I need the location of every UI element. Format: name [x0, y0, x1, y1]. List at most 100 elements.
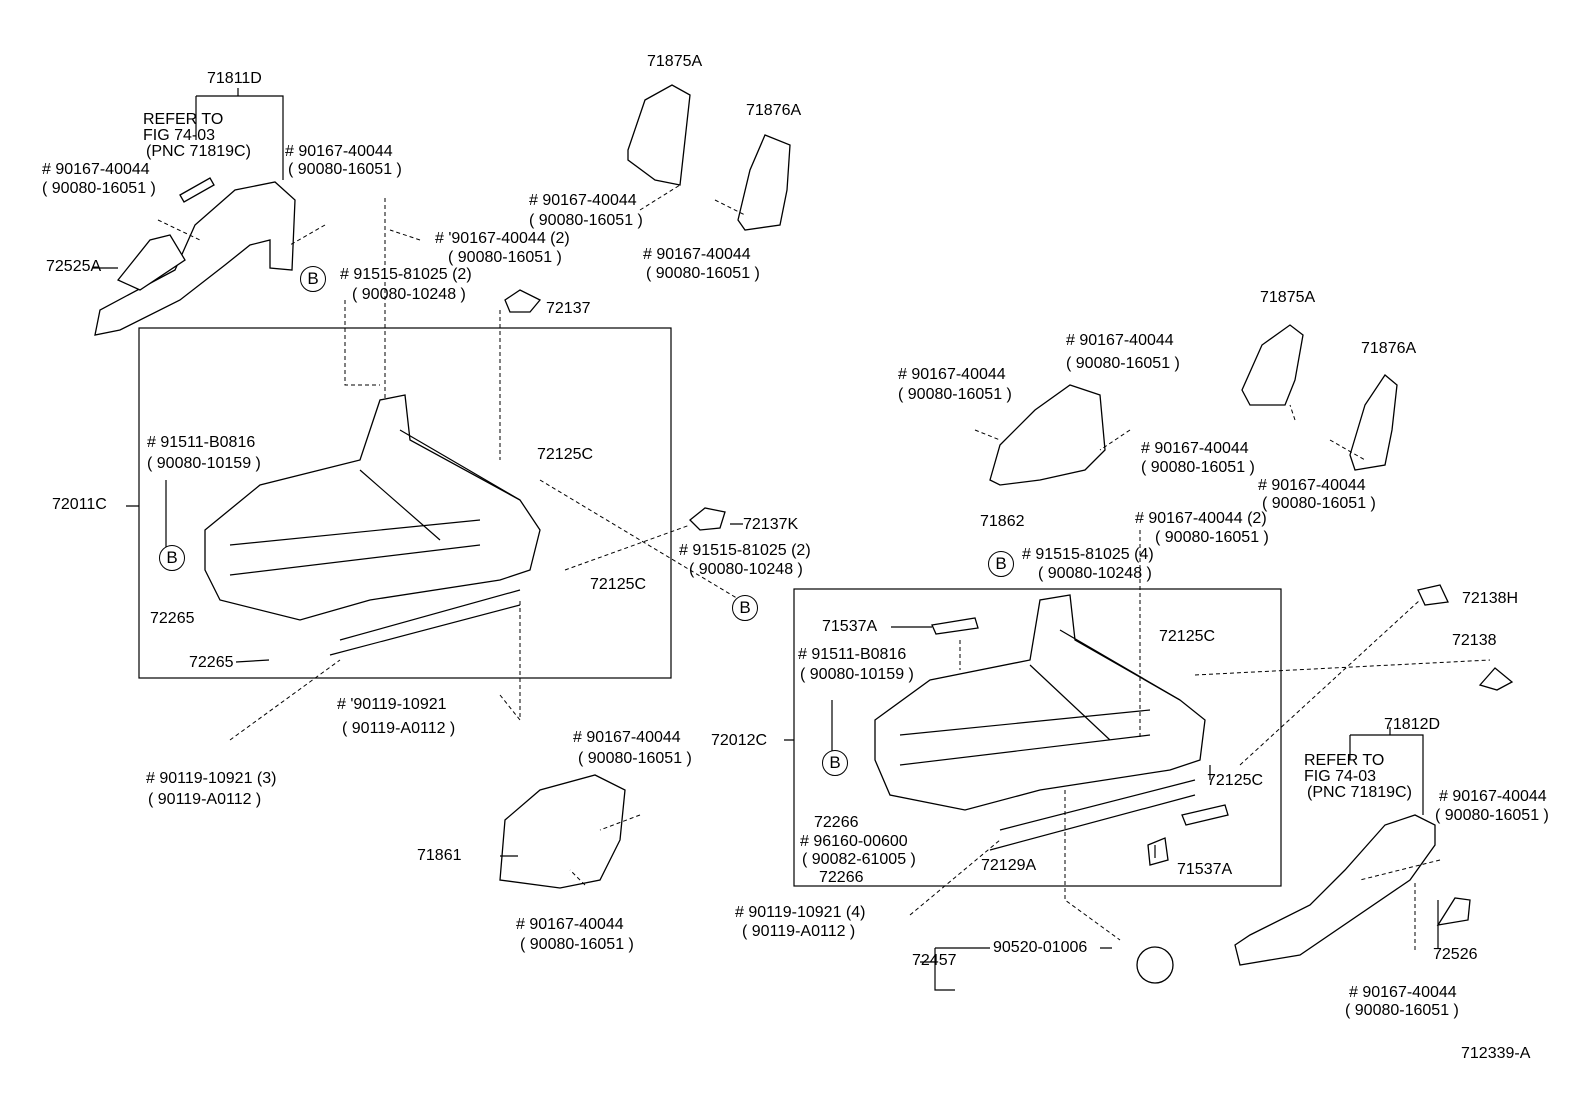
- part-number: # 90167-40044: [285, 143, 393, 160]
- part-number: # 90119-10921 (3): [146, 770, 277, 787]
- part-number: # 90167-40044: [529, 192, 637, 209]
- part-number: # 90167-40044: [1349, 984, 1457, 1001]
- part-label: 72125C: [590, 576, 647, 593]
- part-number: # 90167-40044: [573, 729, 681, 746]
- knob-72525a-part: [116, 234, 186, 291]
- part-number: # 90167-40044: [643, 246, 751, 263]
- part-number-alt: ( 90080-10248 ): [1038, 565, 1152, 582]
- part-number: # 96160-00600: [800, 833, 908, 850]
- part-number: # 90119-10921 (4): [735, 904, 866, 921]
- note-label: REFER TO: [1304, 752, 1385, 769]
- part-label: 71537A: [1177, 861, 1233, 878]
- cover-71876a-right-part: [1349, 374, 1398, 471]
- part-label: 72457: [912, 952, 957, 969]
- part-number-alt: ( 90119-A0112 ): [148, 791, 262, 808]
- part-label: 72525A: [46, 258, 102, 275]
- part-number-alt: ( 90080-16051 ): [42, 180, 156, 197]
- part-number: # '90167-40044 (2): [435, 230, 570, 247]
- part-label: 72012C: [711, 732, 768, 749]
- part-label: 72265: [189, 654, 234, 671]
- part-number-alt: ( 90082-61005 ): [802, 851, 916, 868]
- part-number: # 91511-B0816: [798, 646, 907, 663]
- ref-marker-b: B: [159, 545, 185, 571]
- part-number: # 90167-40044: [1066, 332, 1174, 349]
- part-label: 71861: [417, 847, 462, 864]
- part-number-alt: ( 90080-16051 ): [1435, 807, 1549, 824]
- ref-marker-b: B: [300, 266, 326, 292]
- part-label: 71876A: [746, 102, 802, 119]
- ref-marker-b: B: [988, 551, 1014, 577]
- part-number: # 90167-40044 (2): [1135, 510, 1267, 527]
- part-number-alt: ( 90080-16051 ): [1262, 495, 1376, 512]
- part-number: # '90119-10921: [337, 696, 447, 713]
- cover-71861-part: [499, 774, 626, 889]
- part-label: 71876A: [1361, 340, 1417, 357]
- part-number: # 91515-81025 (4): [1022, 546, 1154, 563]
- part-label: 72125C: [1159, 628, 1216, 645]
- part-label: 71875A: [647, 53, 703, 70]
- leader-71811d: [195, 88, 284, 180]
- part-label: 71875A: [1260, 289, 1316, 306]
- part-label: 72138: [1452, 632, 1497, 649]
- part-number: # 91511-B0816: [147, 434, 256, 451]
- ref-marker-b: B: [822, 750, 848, 776]
- left-assembly-frame: [138, 327, 672, 679]
- note-label: (PNC 71819C): [146, 143, 251, 160]
- part-label: 71862: [980, 513, 1025, 530]
- right-assembly-frame: [793, 588, 1282, 887]
- part-number-alt: ( 90119-A0112 ): [342, 720, 456, 737]
- note-label: REFER TO: [143, 111, 224, 128]
- part-label: 72266: [819, 869, 864, 886]
- part-number-alt: ( 90080-16051 ): [578, 750, 692, 767]
- part-number-alt: ( 90080-10248 ): [689, 561, 803, 578]
- part-label: 71812D: [1384, 716, 1441, 733]
- drawing-number: 712339-A: [1461, 1045, 1531, 1062]
- part-label: 72265: [150, 610, 195, 627]
- cover-71876a-left-part: [737, 134, 791, 231]
- note-label: FIG 74-03: [143, 127, 216, 144]
- seat-shield-right-part: [1234, 814, 1436, 966]
- part-number: # 90167-40044: [1439, 788, 1547, 805]
- part-number-alt: ( 90080-16051 ): [1345, 1002, 1459, 1019]
- part-number: # 90167-40044: [1141, 440, 1249, 457]
- part-number: # 91515-81025 (2): [340, 266, 472, 283]
- part-label: 72526: [1433, 946, 1478, 963]
- part-number-alt: ( 90080-10159 ): [147, 455, 261, 472]
- part-number-alt: ( 90080-16051 ): [1141, 459, 1255, 476]
- seat-frame-right-part: [874, 594, 1206, 811]
- part-label: 72138H: [1462, 590, 1519, 607]
- part-number-alt: ( 90080-10248 ): [352, 286, 466, 303]
- seat-frame-left-part: [204, 394, 541, 621]
- cover-71875a-left-part: [627, 84, 691, 186]
- part-number: # 91515-81025 (2): [679, 542, 811, 559]
- part-number-alt: ( 90080-16051 ): [898, 386, 1012, 403]
- part-label: 72137: [546, 300, 591, 317]
- part-label: 71811D: [207, 70, 262, 87]
- part-number: 90520-01006: [993, 939, 1088, 956]
- part-number-alt: ( 90119-A0112 ): [742, 923, 856, 940]
- part-number: # 90167-40044: [516, 916, 624, 933]
- part-label: 72125C: [1207, 772, 1264, 789]
- part-number-alt: ( 90080-16051 ): [529, 212, 643, 229]
- part-number-alt: ( 90080-16051 ): [288, 161, 402, 178]
- part-number: # 90167-40044: [898, 366, 1006, 383]
- cover-72526-part: [1436, 897, 1471, 926]
- part-number-alt: ( 90080-10159 ): [800, 666, 914, 683]
- part-label: 72266: [814, 814, 859, 831]
- ref-marker-b: B: [732, 595, 758, 621]
- part-label: 71537A: [822, 618, 878, 635]
- note-label: (PNC 71819C): [1307, 784, 1412, 801]
- part-label: 72011C: [52, 496, 107, 513]
- seat-shield-left-part: [94, 181, 296, 336]
- cover-71875a-right-part: [1241, 324, 1304, 406]
- part-number: # 90167-40044: [1258, 477, 1366, 494]
- part-number: # 90167-40044: [42, 161, 150, 178]
- part-number-alt: ( 90080-16051 ): [448, 249, 562, 266]
- part-number-alt: ( 90080-16051 ): [646, 265, 760, 282]
- note-label: FIG 74-03: [1304, 768, 1377, 785]
- part-number-alt: ( 90080-16051 ): [1066, 355, 1180, 372]
- knob-72457-part: [1136, 946, 1174, 984]
- part-number-alt: ( 90080-16051 ): [520, 936, 634, 953]
- part-label: 72125C: [537, 446, 594, 463]
